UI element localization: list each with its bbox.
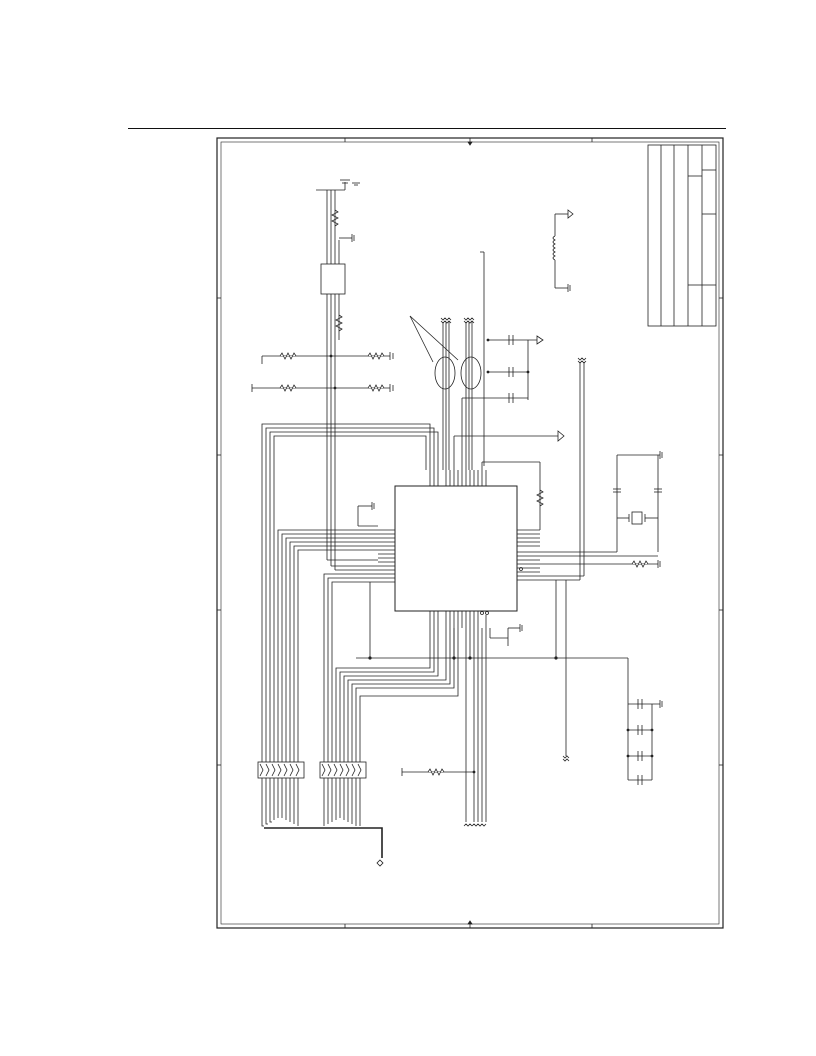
right-signal-line <box>540 357 587 581</box>
inductor-top <box>552 209 574 292</box>
header-rule <box>128 128 726 129</box>
left-bus-lines <box>261 423 439 762</box>
title-block <box>647 144 717 327</box>
main-ic <box>378 470 540 628</box>
sheet-border <box>216 137 724 929</box>
decoupling-caps-top <box>461 335 544 470</box>
connector-block-left <box>257 761 305 779</box>
decoupling-caps-bottom <box>626 699 663 785</box>
power-rail <box>453 430 565 530</box>
lower-net <box>356 580 629 780</box>
connector-bus <box>261 778 384 867</box>
resistor-network-left <box>251 352 394 392</box>
small-ic <box>316 179 360 570</box>
top-signal-bus <box>409 251 485 470</box>
ground-left <box>357 502 378 527</box>
connector-block-right <box>319 761 367 779</box>
resistor-bottom <box>401 768 476 776</box>
resistor-right <box>540 560 661 568</box>
crystal-oscillator <box>540 451 663 557</box>
bottom-bus-lines <box>335 615 487 827</box>
